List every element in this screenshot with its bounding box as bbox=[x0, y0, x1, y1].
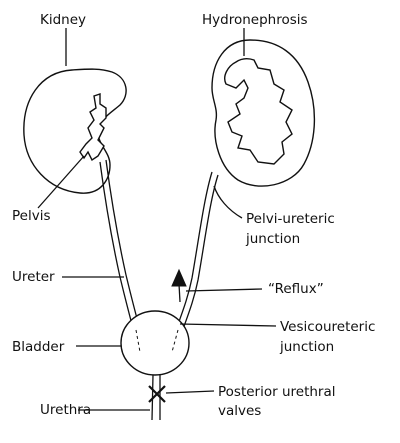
left-renal-pelvis bbox=[79, 93, 107, 162]
left-ureter-outer bbox=[105, 159, 141, 331]
vesicoureteric-label-line1: Vesicoureteric bbox=[280, 319, 375, 335]
right-ureter-inner bbox=[175, 171, 213, 331]
posterior-urethral-valves-mark bbox=[148, 385, 166, 403]
ureter-label: Ureter bbox=[12, 269, 55, 285]
pelvis-label: Pelvis bbox=[12, 208, 51, 224]
bladder-label: Bladder bbox=[12, 339, 65, 355]
left-vesicoureteric-entry bbox=[135, 329, 141, 353]
pelvis-leader bbox=[37, 155, 85, 209]
hydronephrosis-label: Hydronephrosis bbox=[202, 12, 308, 28]
pelvi-ureteric-leader bbox=[213, 185, 243, 219]
posterior-valves-label-line1: Posterior urethral bbox=[218, 384, 336, 400]
vesicoureteric-label-line2: junction bbox=[279, 339, 334, 355]
right-dilated-pelvis bbox=[224, 57, 293, 165]
posterior-valves-leader bbox=[165, 390, 215, 394]
right-vesicoureteric-entry bbox=[171, 329, 179, 353]
pelvi-ureteric-label-line1: Pelvi-ureteric bbox=[246, 211, 335, 227]
left-kidney-outline bbox=[23, 68, 127, 194]
right-ureter-outer bbox=[181, 174, 219, 333]
pelvi-ureteric-label-line2: junction bbox=[245, 231, 300, 247]
reflux-arrowhead bbox=[171, 268, 187, 287]
reflux-label: “Reflux” bbox=[268, 281, 324, 297]
reflux-leader bbox=[185, 288, 263, 292]
urethra-label: Urethra bbox=[40, 402, 91, 418]
posterior-valves-label-line2: valves bbox=[218, 403, 261, 419]
vesicoureteric-leader bbox=[179, 323, 277, 327]
bladder-shape bbox=[120, 310, 190, 376]
kidney-label: Kidney bbox=[40, 12, 86, 28]
left-ureter-inner bbox=[99, 161, 135, 333]
reflux-arrow-line bbox=[178, 283, 181, 303]
